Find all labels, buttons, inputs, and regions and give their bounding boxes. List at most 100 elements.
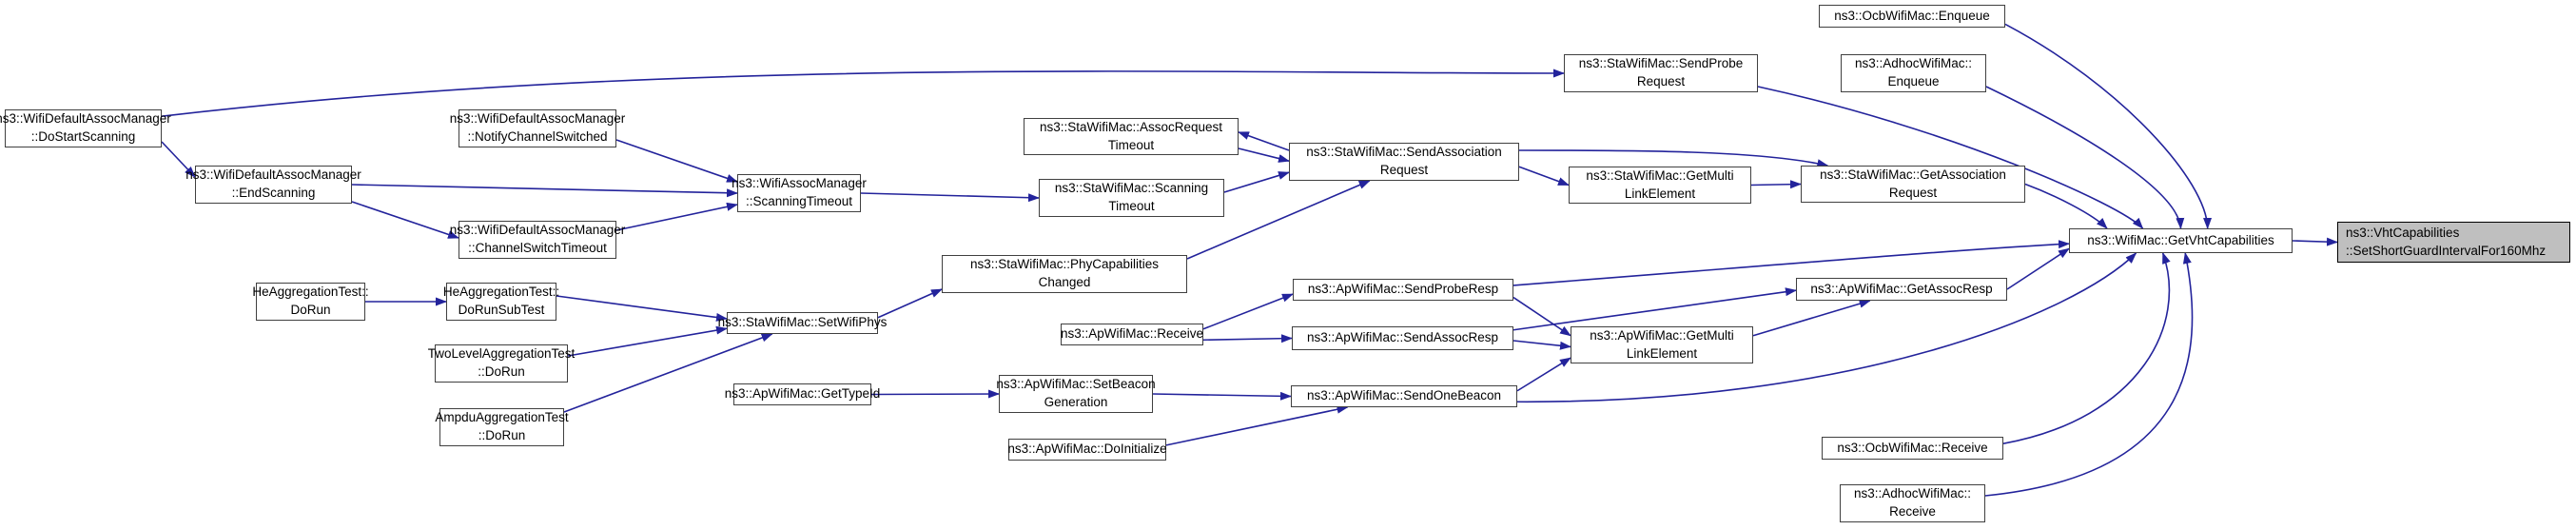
- node-label-line: ns3::StaWifiMac::SetWifiPhys: [717, 315, 888, 330]
- node-notifyChannelSwitched[interactable]: ns3::WifiDefaultAssocManager::NotifyChan…: [450, 109, 625, 147]
- node-sendOneBeacon[interactable]: ns3::ApWifiMac::SendOneBeacon: [1291, 385, 1517, 407]
- node-label-line: ns3::ApWifiMac::Receive: [1060, 326, 1204, 342]
- edge-apGetTypeId--setBeaconGeneration: [870, 389, 1000, 399]
- node-label-line: ns3::StaWifiMac::Scanning: [1054, 181, 1209, 196]
- edge-phyCapabilitiesChanged--sendAssociationRequest: [1186, 180, 1371, 260]
- node-apGetTypeId[interactable]: ns3::ApWifiMac::GetTypeId: [725, 383, 880, 405]
- edge-apReceive--sendProbeResp: [1202, 293, 1294, 330]
- edge-endScanning--wamScanningTimeout: [351, 184, 738, 198]
- edge-apReceive--sendAssocResp: [1202, 334, 1293, 344]
- edge-sendProbeResp--apGetMulti: [1512, 296, 1571, 337]
- edge-ocbEnqueue--getVhtCapabilities: [2004, 23, 2213, 229]
- node-label-line: ::ChannelSwitchTimeout: [468, 241, 607, 255]
- edge-sendProbeRequest--getVhtCapabilities: [1757, 86, 2144, 229]
- node-heDoRun[interactable]: HeAggregationTest::DoRun: [252, 283, 369, 321]
- node-sendAssocResp[interactable]: ns3::ApWifiMac::SendAssocResp: [1292, 326, 1513, 350]
- node-label-line: ns3::WifiDefaultAssocManager: [0, 111, 171, 127]
- edge-staScanningTimeout--sendAssociationRequest: [1223, 171, 1290, 193]
- edge-heDoRunSubTest--setWifiPhys: [556, 295, 728, 322]
- node-label-line: ns3::AdhocWifiMac::: [1853, 486, 1972, 501]
- edge-sendAssociationRequest--staGetMulti: [1518, 166, 1570, 186]
- edge-twoLevelDoRun--setWifiPhys: [567, 325, 728, 357]
- node-channelSwitchTimeout[interactable]: ns3::WifiDefaultAssocManager::ChannelSwi…: [450, 221, 625, 259]
- node-label-line: ns3::StaWifiMac::SendProbe: [1578, 56, 1744, 71]
- edge-apGetMulti--getAssocResp: [1752, 299, 1871, 337]
- node-adhocEnqueue[interactable]: ns3::AdhocWifiMac::Enqueue: [1841, 54, 1986, 92]
- node-label-line: Changed: [1038, 275, 1091, 289]
- node-ampduDoRun[interactable]: AmpduAggregationTest::DoRun: [435, 408, 569, 446]
- edge-doStartScanning--sendProbeRequest: [161, 69, 1565, 117]
- node-label-line: ns3::AdhocWifiMac::: [1854, 56, 1973, 71]
- edge-assocRequestTimeout--sendAssociationRequest: [1238, 147, 1290, 163]
- node-label-line: AmpduAggregationTest: [435, 410, 569, 425]
- node-setShortGuard: ns3::VhtCapabilities::SetShortGuardInter…: [2337, 222, 2570, 263]
- node-label-line: Timeout: [1108, 199, 1155, 213]
- node-label-line: Request: [1379, 163, 1429, 177]
- node-label-line: ns3::WifiDefaultAssocManager: [185, 167, 361, 183]
- node-label-line: ns3::StaWifiMac::PhyCapabilities: [969, 257, 1160, 272]
- node-label-line: ns3::WifiMac::GetVhtCapabilities: [2087, 232, 2274, 247]
- node-doStartScanning[interactable]: ns3::WifiDefaultAssocManager::DoStartSca…: [0, 109, 171, 147]
- node-label-line: Generation: [1044, 395, 1108, 409]
- node-sendProbeResp[interactable]: ns3::ApWifiMac::SendProbeResp: [1293, 279, 1513, 301]
- node-label-line: ns3::VhtCapabilities: [2346, 225, 2460, 240]
- node-ocbReceive[interactable]: ns3::OcbWifiMac::Receive: [1822, 437, 2003, 460]
- node-apReceive[interactable]: ns3::ApWifiMac::Receive: [1061, 324, 1203, 345]
- edge-apDoInitialize--sendOneBeacon: [1165, 404, 1349, 446]
- node-label-line: ::DoRun: [478, 428, 526, 442]
- node-setWifiPhys[interactable]: ns3::StaWifiMac::SetWifiPhys: [718, 312, 887, 334]
- node-label-line: Request: [1636, 74, 1686, 88]
- edge-ampduDoRun--setWifiPhys: [563, 333, 773, 413]
- node-twoLevelDoRun[interactable]: TwoLevelAggregationTest::DoRun: [428, 344, 575, 383]
- node-label-line: ns3::ApWifiMac::SendOneBeacon: [1306, 388, 1502, 403]
- node-label-line: ns3::WifiAssocManager: [732, 176, 867, 191]
- edge-getVhtCapabilities--setShortGuard: [2292, 237, 2338, 246]
- node-label-line: ::ScanningTimeout: [745, 194, 853, 208]
- edge-sendAssociationRequest--staGetAssociationRequest: [1518, 149, 1829, 167]
- edge-sendOneBeacon--getVhtCapabilities: [1516, 252, 2137, 403]
- node-label-line: ns3::OcbWifiMac::Receive: [1837, 440, 1988, 455]
- edge-ocbReceive--getVhtCapabilities: [2002, 252, 2171, 444]
- node-label-line: ns3::ApWifiMac::GetMulti: [1590, 327, 1734, 343]
- edge-setBeaconGeneration--sendOneBeacon: [1152, 391, 1292, 401]
- edge-adhocEnqueue--getVhtCapabilities: [1985, 86, 2185, 229]
- node-label-line: Timeout: [1107, 137, 1155, 152]
- node-adhocReceive[interactable]: ns3::AdhocWifiMac::Receive: [1840, 484, 1985, 522]
- node-label-line: ns3::StaWifiMac::GetMulti: [1586, 167, 1734, 183]
- node-ocbEnqueue[interactable]: ns3::OcbWifiMac::Enqueue: [1819, 5, 2005, 28]
- node-label-line: ::EndScanning: [231, 186, 316, 200]
- edge-setWifiPhys--phyCapabilitiesChanged: [877, 288, 943, 319]
- node-label-line: ::SetShortGuardIntervalFor160Mhz: [2346, 243, 2547, 258]
- node-getAssocResp[interactable]: ns3::ApWifiMac::GetAssocResp: [1796, 278, 2007, 301]
- edge-channelSwitchTimeout--wamScanningTimeout: [615, 202, 738, 231]
- node-label-line: ::NotifyChannelSwitched: [467, 129, 608, 144]
- node-label-line: ns3::StaWifiMac::GetAssociation: [1820, 167, 2006, 182]
- node-label-line: ::DoRun: [478, 364, 525, 379]
- node-label-line: ns3::WifiDefaultAssocManager: [449, 223, 626, 238]
- node-apDoInitialize[interactable]: ns3::ApWifiMac::DoInitialize: [1007, 439, 1167, 461]
- node-label-line: Receive: [1889, 504, 1936, 519]
- node-label-line: ns3::WifiDefaultAssocManager: [449, 111, 626, 127]
- edge-getAssocResp--getVhtCapabilities: [2006, 247, 2070, 290]
- node-label-line: ns3::StaWifiMac::AssocRequest: [1039, 119, 1223, 134]
- node-label-line: LinkElement: [1624, 186, 1696, 201]
- node-label-line: ns3::StaWifiMac::SendAssociation: [1306, 145, 1502, 160]
- node-label-line: ns3::OcbWifiMac::Enqueue: [1834, 8, 1990, 23]
- edge-notifyChannelSwitched--wamScanningTimeout: [615, 139, 738, 183]
- node-getVhtCapabilities[interactable]: ns3::WifiMac::GetVhtCapabilities: [2069, 228, 2293, 253]
- node-wamScanningTimeout[interactable]: ns3::WifiAssocManager::ScanningTimeout: [732, 174, 867, 212]
- node-endScanning[interactable]: ns3::WifiDefaultAssocManager::EndScannin…: [185, 166, 361, 204]
- node-label-line: ns3::ApWifiMac::SetBeacon: [996, 377, 1156, 392]
- edge-sendAssocResp--getAssocResp: [1512, 287, 1797, 331]
- node-heDoRunSubTest[interactable]: HeAggregationTest::DoRunSubTest: [443, 283, 559, 321]
